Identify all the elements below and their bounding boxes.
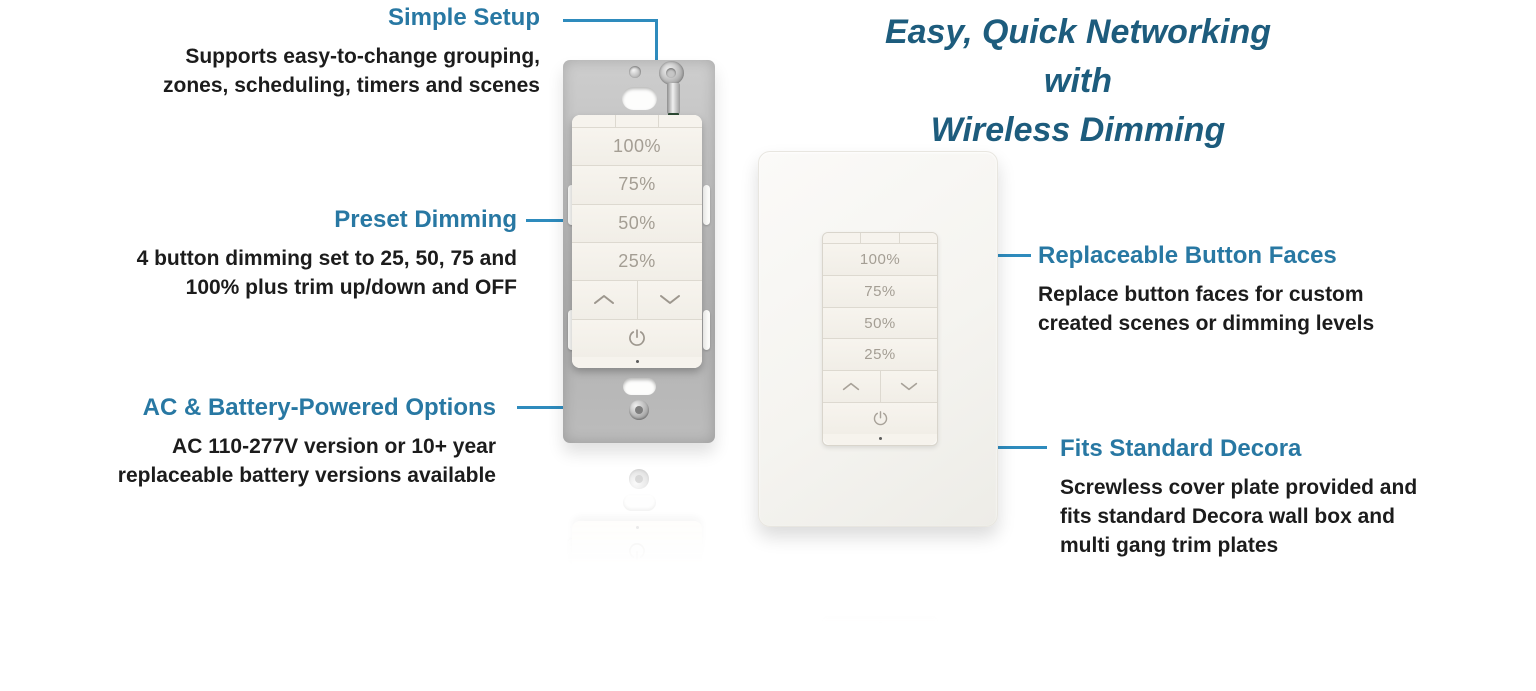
callout-preset-dimming: Preset Dimming 4 button dimming set to 2… bbox=[137, 204, 517, 302]
face-clip bbox=[568, 310, 575, 350]
mounting-screw bbox=[629, 400, 649, 420]
preset-button-25: 25% bbox=[823, 339, 937, 372]
callout-fits-standard-decora: Fits Standard Decora Screwless cover pla… bbox=[1060, 433, 1417, 560]
dim-up-button bbox=[572, 281, 638, 319]
mounting-hole bbox=[629, 66, 641, 78]
callout-text-line: fits standard Decora wall box and bbox=[1060, 505, 1395, 528]
callout-line bbox=[973, 446, 1047, 449]
preset-button-75: 75% bbox=[823, 275, 937, 308]
preset-button-50: 50% bbox=[572, 204, 702, 243]
callout-text-line: Supports easy-to-change grouping, bbox=[185, 45, 540, 68]
callout-heading: Fits Standard Decora bbox=[1060, 435, 1302, 462]
callout-line bbox=[655, 19, 658, 69]
antenna bbox=[667, 83, 680, 114]
chevron-up-icon bbox=[592, 294, 616, 305]
callout-text-line: Screwless cover plate provided and bbox=[1060, 476, 1418, 499]
preset-button-50: 50% bbox=[823, 307, 937, 340]
mounting-slot bbox=[622, 87, 657, 110]
button-face-strip bbox=[572, 356, 702, 368]
power-button bbox=[572, 319, 702, 357]
callout-text-line: 4 button dimming set to 25, 50, 75 and bbox=[136, 247, 517, 270]
preset-button-100: 100% bbox=[823, 244, 937, 276]
chevron-up-icon bbox=[841, 382, 861, 391]
antenna-ring bbox=[659, 61, 684, 85]
button-face-strip bbox=[823, 433, 937, 445]
mounting-slot bbox=[623, 378, 656, 395]
callout-heading: Simple Setup bbox=[387, 4, 540, 31]
callout-heading: Preset Dimming bbox=[334, 206, 517, 233]
callout-heading: AC & Battery-Powered Options bbox=[142, 394, 496, 421]
power-button bbox=[823, 403, 937, 434]
alignment-dot bbox=[636, 359, 639, 363]
callout-text-line: Replace button faces for custom bbox=[1038, 283, 1364, 306]
power-icon bbox=[872, 410, 889, 427]
preset-button-75: 75% bbox=[572, 166, 702, 205]
button-module: 100% 75% 50% 25% bbox=[572, 115, 702, 368]
page-title-line1: Easy, Quick Networking with bbox=[884, 13, 1272, 100]
callout-text-line: multi gang trim plates bbox=[1060, 534, 1279, 557]
callout-line bbox=[563, 19, 658, 22]
dimmer-switch-no-plate: 100% 75% 50% 25% bbox=[563, 60, 715, 443]
page-title: Easy, Quick Networking with Wireless Dim… bbox=[858, 8, 1298, 155]
button-face-strip bbox=[823, 233, 937, 244]
button-face-strip bbox=[572, 115, 702, 128]
callout-text-line: AC 110-277V version or 10+ year bbox=[172, 435, 496, 458]
preset-button-25: 25% bbox=[572, 242, 702, 282]
face-clip bbox=[703, 310, 710, 350]
page-title-line2: Wireless Dimming bbox=[930, 111, 1226, 149]
device-reflection: 100% 75% 50% 25% bbox=[758, 535, 998, 647]
callout-line bbox=[517, 406, 591, 409]
dim-down-button bbox=[880, 371, 937, 403]
callout-ac-battery-options: AC & Battery-Powered Options AC 110-277V… bbox=[118, 392, 496, 490]
callout-text-line: 100% plus trim up/down and OFF bbox=[185, 276, 517, 299]
chevron-down-icon bbox=[658, 294, 682, 305]
callout-text-line: created scenes or dimming levels bbox=[1038, 312, 1375, 335]
callout-heading: Replaceable Button Faces bbox=[1038, 242, 1337, 269]
callout-text-line: replaceable battery versions available bbox=[117, 464, 496, 487]
callout-text-line: zones, scheduling, timers and scenes bbox=[163, 74, 540, 97]
chevron-down-icon bbox=[899, 382, 919, 391]
dimmer-switch-with-plate: 100% 75% 50% 25% bbox=[758, 151, 998, 527]
callout-replaceable-button-faces: Replaceable Button Faces Replace button … bbox=[1038, 240, 1374, 338]
power-icon bbox=[627, 328, 647, 348]
preset-button-100: 100% bbox=[572, 128, 702, 167]
device-reflection: 100% 75% 50% 25% bbox=[563, 446, 715, 596]
face-clip bbox=[568, 185, 575, 225]
face-clip bbox=[703, 185, 710, 225]
dim-up-button bbox=[823, 371, 881, 403]
dim-down-button bbox=[637, 281, 702, 319]
callout-simple-setup: Simple Setup Supports easy-to-change gro… bbox=[163, 2, 540, 100]
button-module: 100% 75% 50% 25% bbox=[822, 232, 938, 446]
alignment-dot bbox=[879, 436, 882, 440]
